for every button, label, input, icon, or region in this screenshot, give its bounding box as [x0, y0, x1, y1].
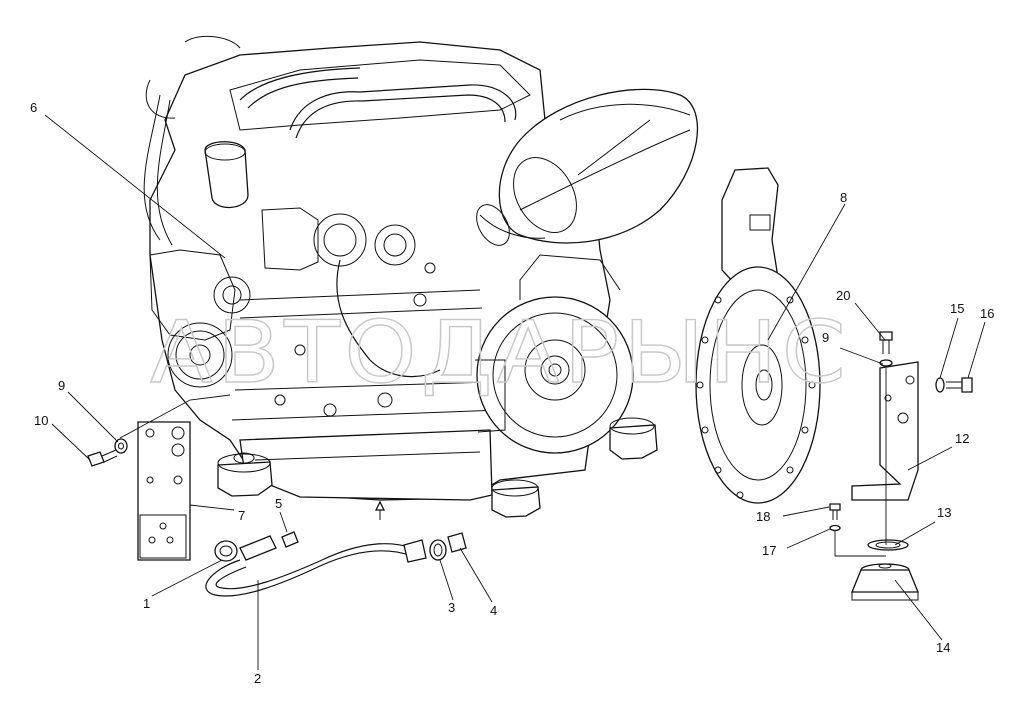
callout-labels: 6 9 10 7 5 1 2 3 4 8 20 9 15 16 12 18 13…	[30, 100, 994, 686]
callout-2: 2	[254, 671, 261, 686]
engine-mounts	[217, 417, 658, 518]
callout-1: 1	[143, 596, 150, 611]
callout-18: 18	[756, 509, 770, 524]
washer-9-left	[114, 438, 128, 454]
callout-6: 6	[30, 100, 37, 115]
callout-7: 7	[238, 508, 245, 523]
drain-hose-assembly	[205, 500, 467, 597]
callout-13: 13	[937, 505, 951, 520]
callout-9-right: 9	[822, 330, 829, 345]
bolt-16	[946, 377, 973, 393]
callout-5: 5	[275, 496, 282, 511]
callout-20: 20	[836, 288, 850, 303]
callout-4: 4	[490, 603, 497, 618]
flywheel-adapter-plate-8	[695, 167, 821, 504]
callout-8: 8	[840, 190, 847, 205]
callout-3: 3	[448, 600, 455, 615]
callout-15: 15	[950, 301, 964, 316]
screw-18-washer-17	[829, 503, 841, 532]
callout-12: 12	[955, 431, 969, 446]
callout-17: 17	[762, 543, 776, 558]
washer-15	[935, 377, 945, 393]
callout-10: 10	[34, 413, 48, 428]
callout-9-left: 9	[58, 378, 65, 393]
leader-lines	[44, 114, 986, 670]
bolt-10	[87, 449, 118, 467]
engine-assembly	[143, 35, 634, 501]
callout-14: 14	[936, 640, 950, 655]
rubber-mount-14	[851, 563, 919, 601]
bracket-plate-7	[137, 421, 191, 561]
callout-16: 16	[980, 306, 994, 321]
washer-13	[867, 539, 909, 551]
watermark-text: АВТОДАРЫНС	[150, 303, 850, 403]
exhaust-silencer	[476, 88, 699, 246]
bolt-20	[879, 331, 893, 367]
mount-bracket-12	[851, 361, 919, 501]
